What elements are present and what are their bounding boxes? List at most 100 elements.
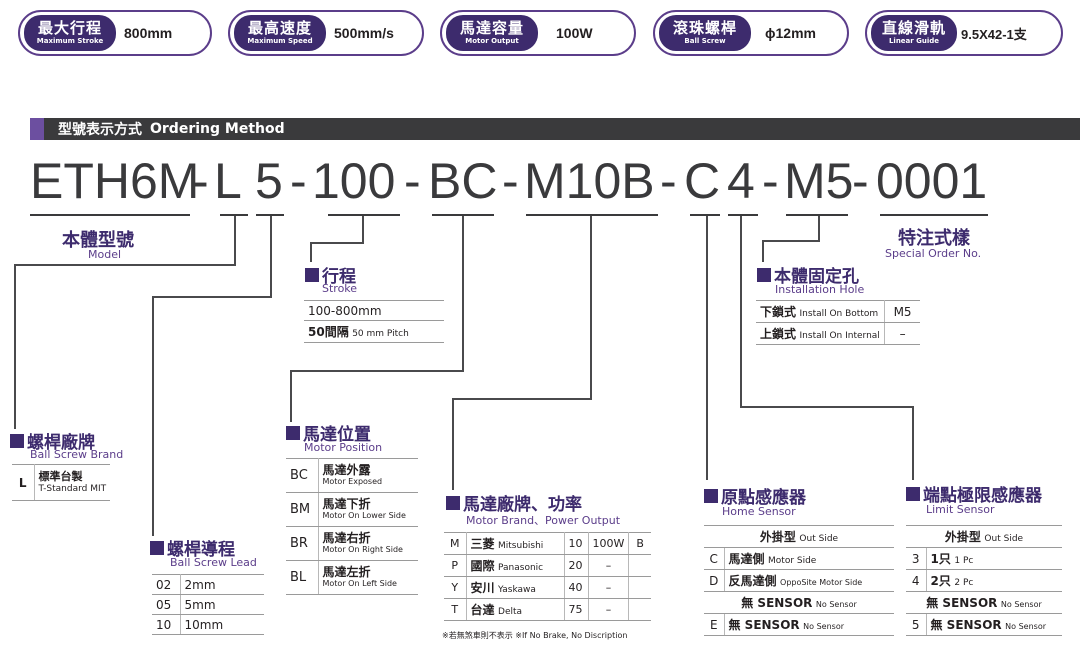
limit-sensor-none: 無 SENSOR No Sensor: [906, 591, 1062, 614]
limit-sensor-option-en: 1 Pc: [954, 556, 974, 566]
stroke-pitch: 50間隔 50 mm Pitch: [304, 320, 444, 343]
spec-value: ϕ12mm: [765, 25, 816, 41]
install-option-en: Install On Bottom: [799, 309, 879, 319]
install-heading-zh: 本體固定孔: [774, 267, 859, 287]
connector: [362, 216, 364, 244]
home-sensor-code: E: [704, 613, 725, 636]
code-stroke: 100: [312, 153, 396, 209]
motor-power-code: 20: [564, 554, 589, 577]
home-sensor-heading: 原點感應器: [704, 483, 806, 508]
ordering-method-bar: 型號表示方式 Ordering Method: [30, 118, 1080, 140]
brand-heading: 螺桿廠牌: [10, 428, 95, 453]
lead-heading-en: Ball Screw Lead: [170, 556, 257, 569]
install-code: M5: [884, 300, 921, 323]
connector: [452, 398, 454, 490]
motor-brand-zh: 台達: [470, 603, 495, 617]
motor-brake-code: [628, 576, 651, 599]
table-row: 外掛型 Out Side: [704, 525, 894, 548]
code-dash: -: [762, 153, 779, 209]
limit-sensor-code: 5: [906, 613, 927, 636]
limit-sensor-option: 無 SENSOR No Sensor: [926, 613, 1062, 636]
code-brand: L: [214, 153, 242, 209]
underline-lead: [256, 214, 284, 216]
code-home-sensor: C: [684, 153, 721, 209]
install-code: –: [884, 322, 921, 345]
stroke-heading-zh: 行程: [322, 267, 356, 287]
motor-brand-heading-zh: 馬達廠牌、功率: [463, 495, 582, 515]
motor-position-zh: 馬達下折: [322, 496, 371, 511]
table-row: 100-800mm: [304, 300, 444, 321]
limit-sensor-heading-zh: 端點極限感應器: [923, 486, 1042, 506]
limit-sensor-heading-en: Limit Sensor: [926, 503, 995, 516]
code-motor-position: BC: [428, 153, 498, 209]
limit-sensor-type-zh: 外掛型: [944, 530, 981, 544]
motor-position-code: BM: [286, 492, 319, 527]
connector: [290, 370, 464, 372]
home-sensor-type-en: Out Side: [799, 534, 839, 544]
lead-value: 5mm: [180, 594, 264, 615]
lead-heading: 螺桿導程: [150, 535, 235, 560]
connector: [912, 406, 914, 480]
code-dash: -: [502, 153, 519, 209]
limit-sensor-heading: 端點極限感應器: [906, 481, 1042, 506]
heading-marker: [446, 495, 460, 510]
model-label-zh: 本體型號: [62, 230, 134, 251]
code-model: ETH6M: [30, 153, 200, 209]
connector: [706, 216, 708, 480]
lead-value: 10mm: [180, 614, 264, 635]
connector: [152, 296, 154, 536]
install-option-zh: 上鎖式: [760, 327, 797, 341]
home-sensor-option-en: OppoSite Motor Side: [780, 578, 863, 587]
motor-brand-name: 安川 Yaskawa: [466, 576, 565, 599]
stroke-pitch-zh: 50間隔: [308, 325, 349, 339]
install-heading: 本體固定孔: [757, 262, 859, 287]
motor-brand-code: M: [444, 532, 467, 555]
connector: [234, 216, 236, 266]
stroke-pitch-en: 50 mm Pitch: [352, 329, 409, 339]
underline-model: [30, 214, 190, 216]
motor-brand-name: 國際 Panasonic: [466, 554, 565, 577]
code-dash: -: [660, 153, 677, 209]
underline-stroke: [328, 214, 400, 216]
motor-brand-name: 台達 Delta: [466, 598, 565, 621]
code-dash: -: [852, 153, 869, 209]
motor-position-code: BR: [286, 526, 319, 561]
connector: [740, 406, 914, 408]
spec-value: 800mm: [124, 25, 173, 41]
motor-position-code: BC: [286, 458, 319, 493]
motor-brake-code: [628, 554, 651, 577]
limit-sensor-option: 1只 1 Pc: [926, 547, 1062, 570]
table-row: 50間隔 50 mm Pitch: [304, 320, 444, 343]
limit-sensor-code: 3: [906, 547, 927, 570]
home-sensor-option: 反馬達側 OppoSite Motor Side: [724, 569, 894, 592]
special-order-label: 特注式樣: [898, 224, 970, 250]
home-sensor-option-zh: 無 SENSOR: [728, 618, 800, 632]
motor-position-en: Motor Exposed: [322, 476, 383, 486]
brand-name-zh: 標準台製: [38, 469, 83, 483]
connector: [762, 240, 764, 262]
code-lead: 5: [255, 153, 283, 209]
motor-power-code: 40: [564, 576, 589, 599]
